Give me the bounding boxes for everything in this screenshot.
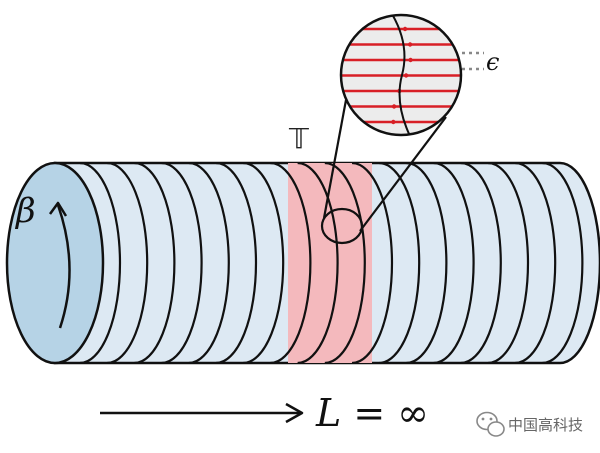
zoom-connector-left <box>322 99 348 219</box>
length-arrowhead-icon <box>285 402 304 424</box>
cylinder-ring <box>324 163 366 363</box>
cylinder-ring <box>161 163 203 363</box>
wechat-icon <box>476 411 505 437</box>
cylinder-ring <box>406 163 448 363</box>
cylinder-rings <box>79 163 600 363</box>
watermark-text: 中国高科技 <box>508 416 583 434</box>
cylinder-ring <box>487 163 530 363</box>
lattice-node <box>391 119 396 125</box>
cylinder-ring <box>215 163 258 363</box>
cylinder-ring <box>515 163 557 363</box>
cylinder-ring <box>542 163 584 363</box>
transfer-matrix-label: 𝕋 <box>288 122 309 155</box>
cylinder-ring <box>243 163 285 363</box>
zoom-source-circle <box>320 207 364 245</box>
cylinder-ring <box>433 163 475 363</box>
epsilon-label: ϵ <box>486 48 499 76</box>
cylinder-ring <box>351 163 394 363</box>
lattice-node <box>408 57 413 63</box>
lattice-node <box>391 104 397 109</box>
cylinder-ring <box>460 163 502 363</box>
cylinder-ring <box>297 163 339 363</box>
lattice-node <box>407 42 413 47</box>
cylinder-end-cap <box>5 161 105 365</box>
cylinder-ring <box>270 163 312 363</box>
cylinder-ring <box>79 163 122 363</box>
length-label: L = ∞ <box>315 391 429 435</box>
time-slice-band <box>288 163 372 363</box>
cylinder-ring <box>107 163 149 363</box>
lattice-node <box>402 26 408 32</box>
zoom-connector-right <box>359 116 447 232</box>
cylinder-ring <box>188 163 230 363</box>
rotation-arrow-icon <box>56 204 71 329</box>
lattice-node <box>403 73 409 78</box>
beta-label: β <box>14 191 36 231</box>
lattice-worldline <box>391 15 413 135</box>
cylinder-ring <box>134 163 176 363</box>
cylinder-ring <box>379 163 421 363</box>
